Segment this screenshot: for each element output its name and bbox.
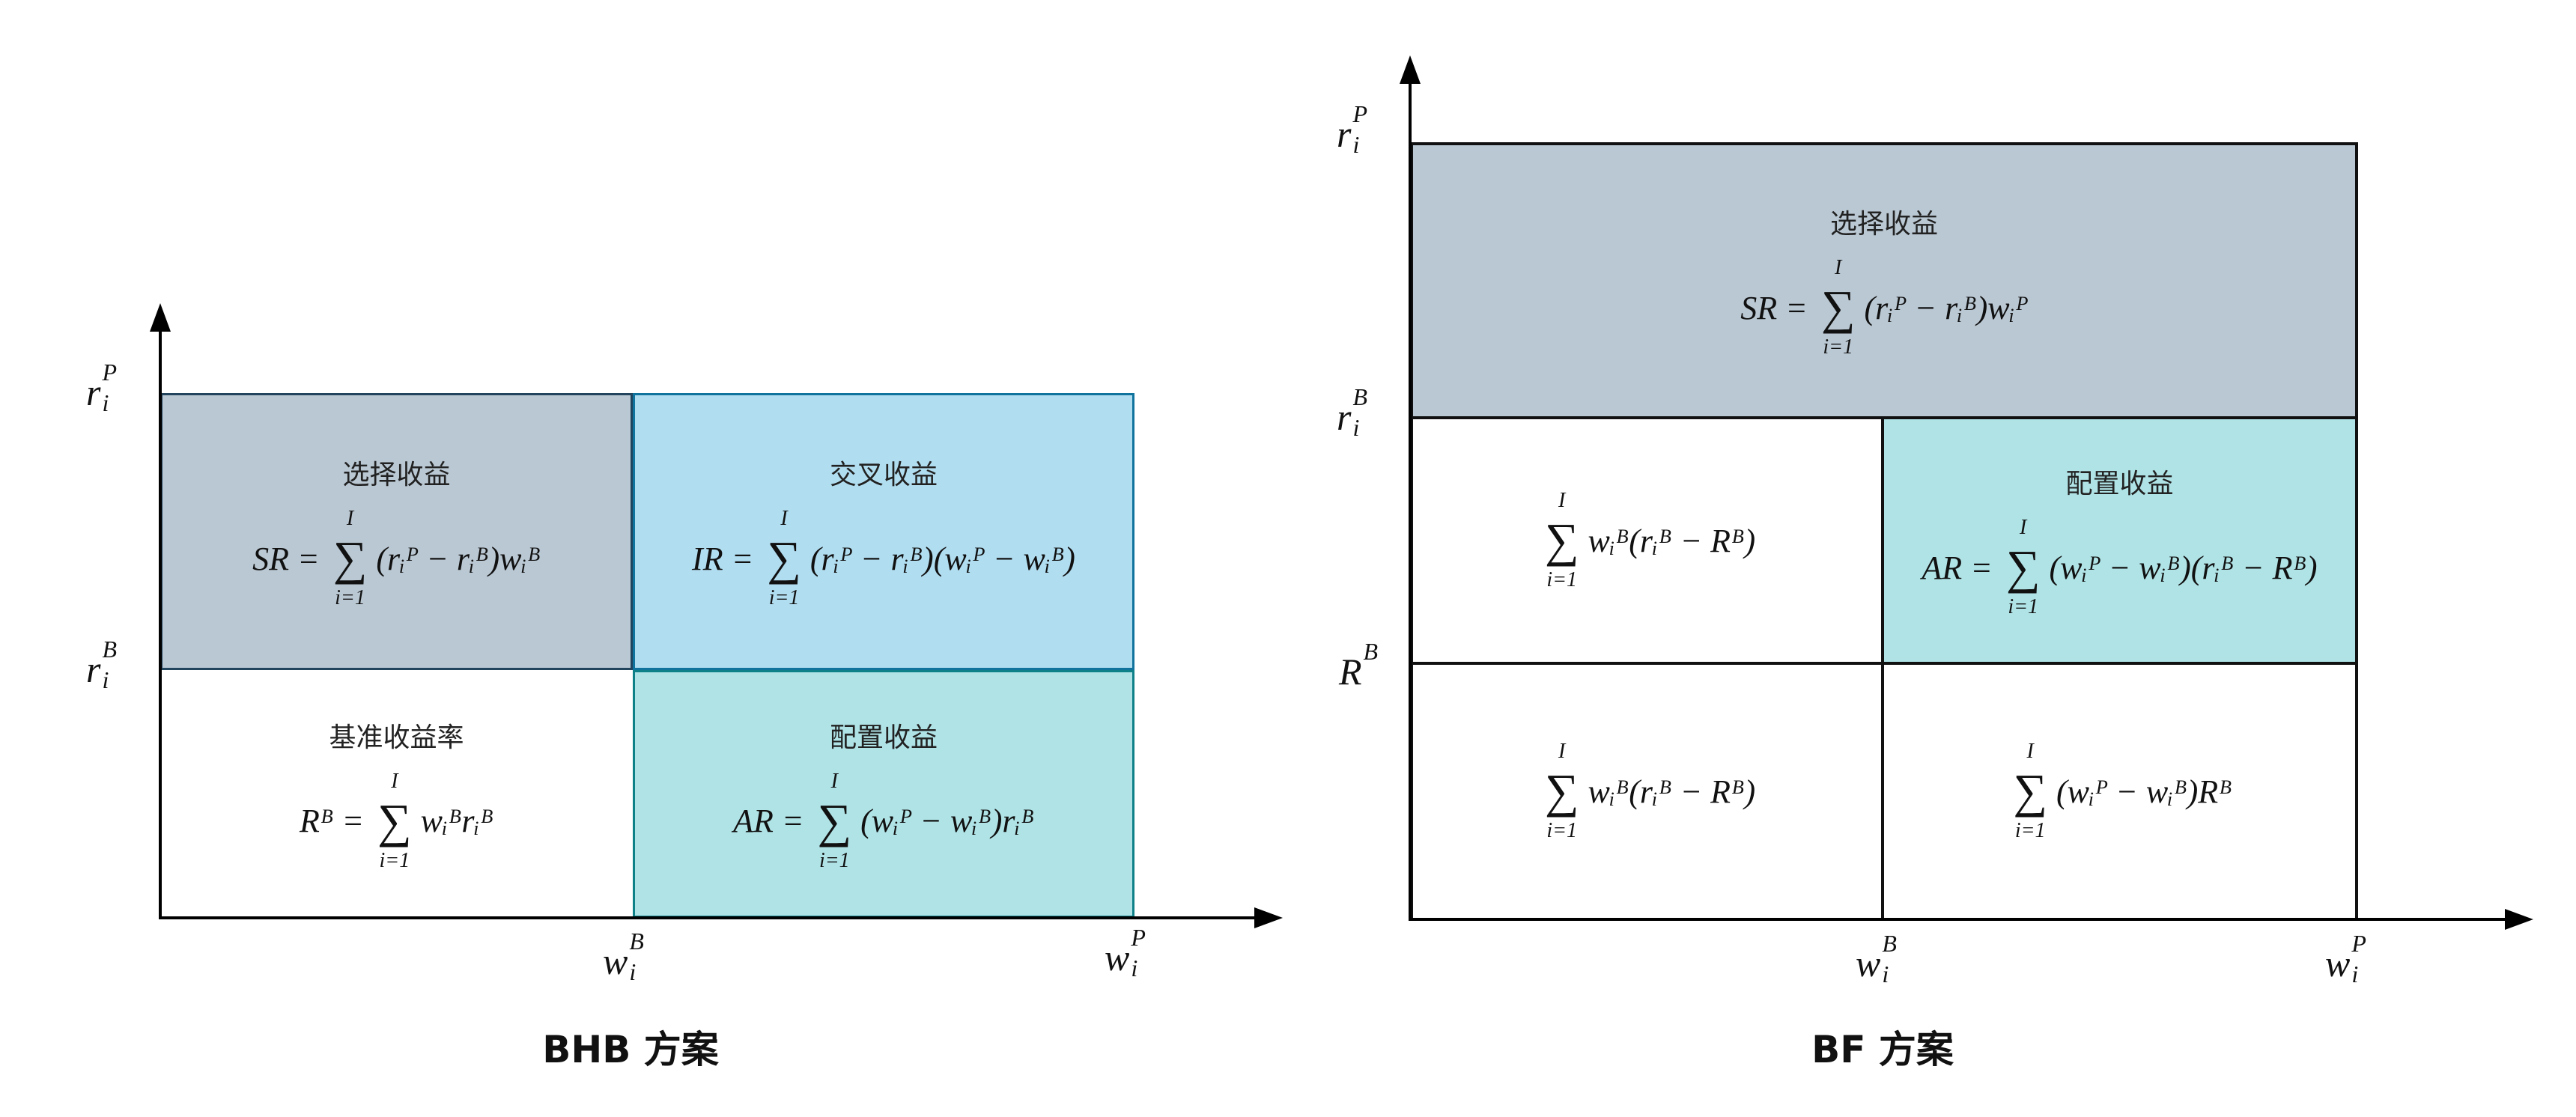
- bf-bottom-right-cell: I∑i=1 (wᵢᴾ − wᵢᴮ)Rᴮ: [1881, 662, 2358, 921]
- sum-icon: I∑i=1: [377, 769, 412, 872]
- arrow-up-icon: [1400, 55, 1421, 84]
- formula-lhs: AR =: [1922, 549, 1993, 586]
- bf-mid-left-cell: I∑i=1 wᵢᴮ(rᵢᴮ − Rᴮ): [1410, 416, 1884, 665]
- mid-left-formula: I∑i=1 wᵢᴮ(rᵢᴮ − Rᴮ): [1539, 489, 1755, 592]
- allocation-formula: AR = I∑i=1 (wᵢᴾ − wᵢᴮ)(rᵢᴮ − Rᴮ): [1922, 516, 2317, 619]
- cell-label: 配置收益: [829, 722, 938, 753]
- formula-body: wᵢᴮrᵢᴮ: [420, 803, 493, 839]
- formula-body: wᵢᴮ(rᵢᴮ − Rᴮ): [1588, 522, 1756, 559]
- interaction-formula: IR = I∑i=1 (rᵢᴾ − rᵢᴮ)(wᵢᴾ − wᵢᴮ): [692, 507, 1075, 610]
- bf-title: BF 方案: [1811, 1028, 1954, 1071]
- sum-icon: I∑i=1: [1820, 256, 1856, 359]
- formula-body: (rᵢᴾ − rᵢᴮ)wᵢᴮ: [376, 540, 541, 577]
- cell-label: 基准收益率: [329, 722, 464, 753]
- sum-icon: I∑i=1: [1544, 489, 1579, 591]
- formula-body: (rᵢᴾ − rᵢᴮ)wᵢᴾ: [1864, 289, 2028, 326]
- arrow-right-icon: [2505, 909, 2533, 930]
- selection-formula: SR = I∑i=1 (rᵢᴾ − rᵢᴮ)wᵢᴾ: [1740, 256, 2027, 359]
- bf-x-axis: [1409, 918, 2509, 921]
- sum-icon: I∑i=1: [2005, 516, 2041, 618]
- formula-body: wᵢᴮ(rᵢᴮ − Rᴮ): [1588, 773, 1756, 810]
- sum-icon: I∑i=1: [767, 507, 801, 609]
- formula-lhs: Rᴮ =: [300, 803, 365, 839]
- formula-body: (wᵢᴾ − wᵢᴮ)(rᵢᴮ − Rᴮ): [2049, 549, 2318, 586]
- bf-allocation-cell: 配置收益 AR = I∑i=1 (wᵢᴾ − wᵢᴮ)(rᵢᴮ − Rᴮ): [1881, 416, 2358, 665]
- arrow-right-icon: [1254, 907, 1283, 928]
- sum-icon: I∑i=1: [817, 769, 852, 872]
- bhb-title: BHB 方案: [542, 1028, 719, 1071]
- formula-lhs: IR =: [692, 540, 754, 577]
- formula-body: (wᵢᴾ − wᵢᴮ)rᵢᴮ: [860, 803, 1034, 839]
- bhb-benchmark-cell: 基准收益率 Rᴮ = I∑i=1 wᵢᴮrᵢᴮ: [160, 670, 633, 918]
- formula-body: (rᵢᴾ − rᵢᴮ)(wᵢᴾ − wᵢᴮ): [809, 540, 1075, 577]
- formula-lhs: AR =: [733, 803, 804, 839]
- allocation-formula: AR = I∑i=1 (wᵢᴾ − wᵢᴮ)rᵢᴮ: [733, 770, 1034, 873]
- cell-label: 选择收益: [1829, 209, 1938, 240]
- bhb-x-axis: [159, 916, 1260, 919]
- sum-icon: I∑i=1: [1544, 740, 1579, 842]
- formula-body: (wᵢᴾ − wᵢᴮ)Rᴮ: [2056, 773, 2232, 810]
- cell-label: 选择收益: [342, 460, 451, 490]
- bottom-right-formula: I∑i=1 (wᵢᴾ − wᵢᴮ)Rᴮ: [2007, 740, 2232, 843]
- cell-label: 交叉收益: [829, 460, 938, 490]
- sum-icon: I∑i=1: [2013, 740, 2048, 842]
- formula-lhs: SR =: [1740, 289, 1808, 326]
- bottom-left-formula: I∑i=1 wᵢᴮ(rᵢᴮ − Rᴮ): [1539, 740, 1755, 843]
- sum-icon: I∑i=1: [332, 507, 368, 609]
- formula-lhs: SR =: [252, 540, 320, 577]
- arrow-up-icon: [150, 303, 171, 332]
- bf-y-axis: [1409, 82, 1412, 921]
- bhb-interaction-cell: 交叉收益 IR = I∑i=1 (rᵢᴾ − rᵢᴮ)(wᵢᴾ − wᵢᴮ): [633, 393, 1134, 670]
- benchmark-formula: Rᴮ = I∑i=1 wᵢᴮrᵢᴮ: [300, 770, 493, 873]
- bhb-allocation-cell: 配置收益 AR = I∑i=1 (wᵢᴾ − wᵢᴮ)rᵢᴮ: [633, 670, 1134, 918]
- bhb-selection-cell: 选择收益 SR = I∑i=1 (rᵢᴾ − rᵢᴮ)wᵢᴮ: [160, 393, 633, 670]
- bf-selection-cell: 选择收益 SR = I∑i=1 (rᵢᴾ − rᵢᴮ)wᵢᴾ: [1410, 142, 2358, 419]
- bf-bottom-left-cell: I∑i=1 wᵢᴮ(rᵢᴮ − Rᴮ): [1410, 662, 1884, 921]
- bhb-y-axis: [159, 322, 162, 919]
- cell-label: 配置收益: [2065, 469, 2174, 499]
- selection-formula: SR = I∑i=1 (rᵢᴾ − rᵢᴮ)wᵢᴮ: [252, 507, 541, 610]
